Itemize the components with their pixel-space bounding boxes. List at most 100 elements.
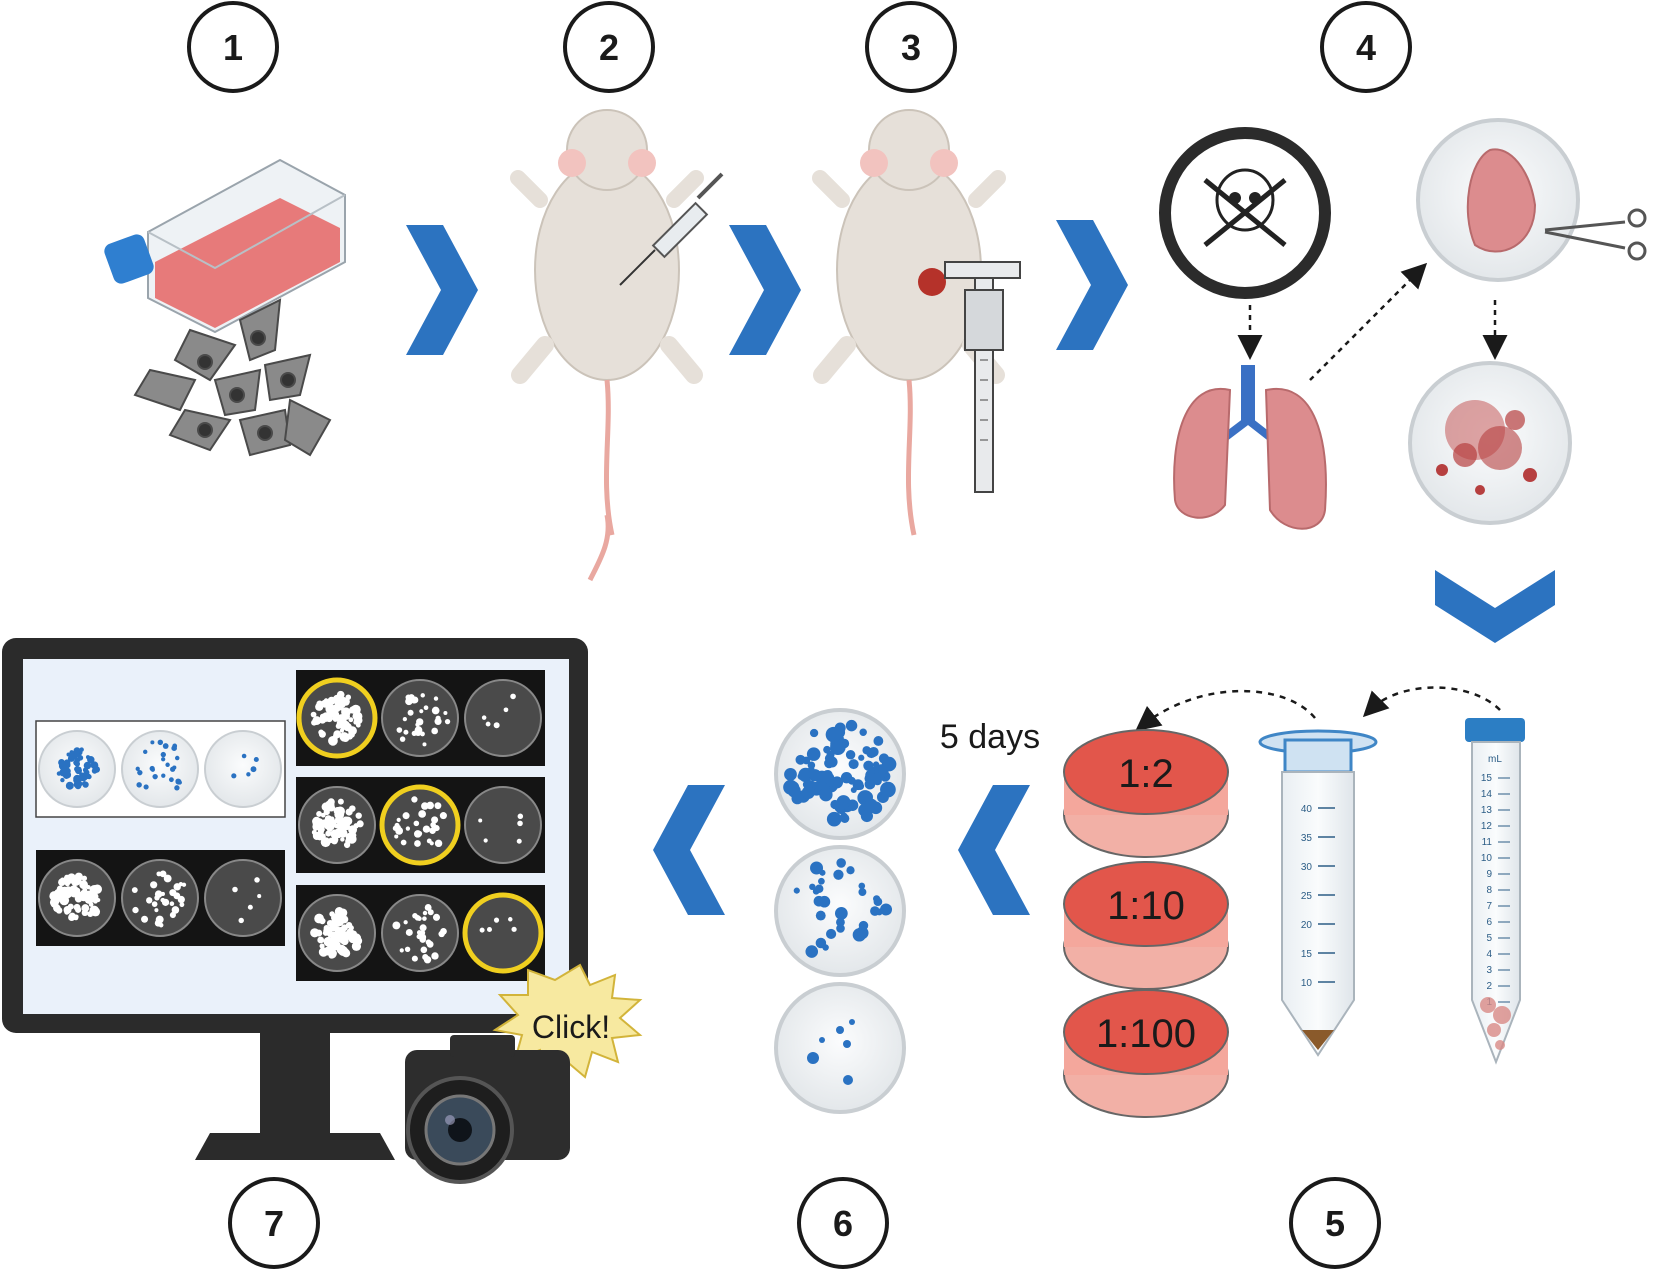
step-7-number: 7 <box>264 1203 284 1244</box>
colony <box>416 830 423 837</box>
colony <box>856 782 865 790</box>
colony <box>338 828 348 838</box>
colony <box>311 929 316 935</box>
colony <box>858 754 865 761</box>
colony <box>414 728 422 736</box>
stained-plate-medium <box>774 845 906 977</box>
dish <box>464 679 542 757</box>
colony <box>247 904 253 910</box>
colony <box>427 909 434 916</box>
colony <box>873 736 884 746</box>
colony <box>415 722 420 727</box>
colony <box>161 898 170 906</box>
tick-label: 6 <box>1486 917 1492 928</box>
colony <box>74 761 81 767</box>
colony <box>329 816 335 822</box>
colony <box>76 876 82 882</box>
colony <box>345 808 353 816</box>
chevron-right-icon <box>406 225 478 355</box>
tick-label: 14 <box>1481 789 1493 800</box>
colony <box>152 773 158 780</box>
colony <box>171 906 180 914</box>
colony <box>74 757 81 763</box>
colony <box>143 784 149 790</box>
colony <box>431 706 440 715</box>
colony <box>136 782 142 788</box>
culture-flask-icon <box>104 158 346 334</box>
colony <box>808 769 822 782</box>
colony <box>825 726 842 743</box>
colony <box>231 773 237 779</box>
screen-processed-row <box>36 850 285 946</box>
dish <box>381 679 459 757</box>
colony <box>434 802 442 810</box>
colony <box>511 926 517 932</box>
colony <box>132 906 139 914</box>
colony <box>801 786 815 800</box>
colony <box>416 930 422 935</box>
colony <box>422 910 428 916</box>
colony <box>174 755 180 761</box>
colony <box>334 730 341 737</box>
colony <box>880 781 896 798</box>
colony <box>79 747 84 752</box>
colony <box>420 693 425 698</box>
colony <box>339 915 348 923</box>
tick-label: 20 <box>1301 920 1313 931</box>
colony <box>73 903 81 911</box>
colony <box>338 908 348 918</box>
colony <box>830 799 840 810</box>
colony <box>517 820 523 827</box>
colony <box>311 829 317 835</box>
dilution-label: 1:100 <box>1096 1012 1196 1056</box>
colony <box>63 898 69 904</box>
colony <box>832 778 840 785</box>
colony <box>146 897 153 904</box>
colony <box>826 750 835 759</box>
colony <box>241 753 247 759</box>
colony <box>508 917 513 922</box>
tick-label: 9 <box>1486 869 1492 880</box>
colony <box>443 711 448 716</box>
falcon-15-unit: mL <box>1488 754 1502 765</box>
colony <box>171 745 177 751</box>
step-4-number: 4 <box>1356 27 1376 68</box>
dashed-arrow <box>1309 262 1428 381</box>
colony <box>836 917 845 927</box>
colony <box>79 775 86 782</box>
colony <box>336 697 342 703</box>
colony <box>872 761 880 768</box>
colony <box>346 733 354 740</box>
caliper-icon <box>944 261 1021 493</box>
colony <box>328 952 335 959</box>
tick-label: 10 <box>1481 853 1493 864</box>
colony <box>334 823 340 829</box>
colony <box>58 759 65 766</box>
colony <box>177 895 185 904</box>
colony <box>81 875 88 881</box>
screen-selection-panels <box>296 670 545 981</box>
colony <box>156 871 162 877</box>
colony <box>161 757 166 762</box>
colony <box>440 927 447 935</box>
tick-label: 11 <box>1482 837 1493 848</box>
selected-dish <box>462 892 544 974</box>
colony <box>174 785 180 791</box>
colony <box>392 921 401 930</box>
colony <box>79 880 88 890</box>
colony <box>826 811 842 827</box>
step-1-badge: 1 <box>187 1 279 93</box>
colony <box>312 716 322 725</box>
tick-label: 10 <box>1301 978 1313 989</box>
colony <box>405 697 413 706</box>
colony <box>403 729 409 735</box>
colony <box>320 837 331 848</box>
colony <box>257 894 262 899</box>
colony <box>69 888 79 898</box>
cells-cluster-icon <box>133 298 332 457</box>
colony <box>858 920 869 931</box>
colony <box>426 838 432 844</box>
colony <box>435 715 441 721</box>
